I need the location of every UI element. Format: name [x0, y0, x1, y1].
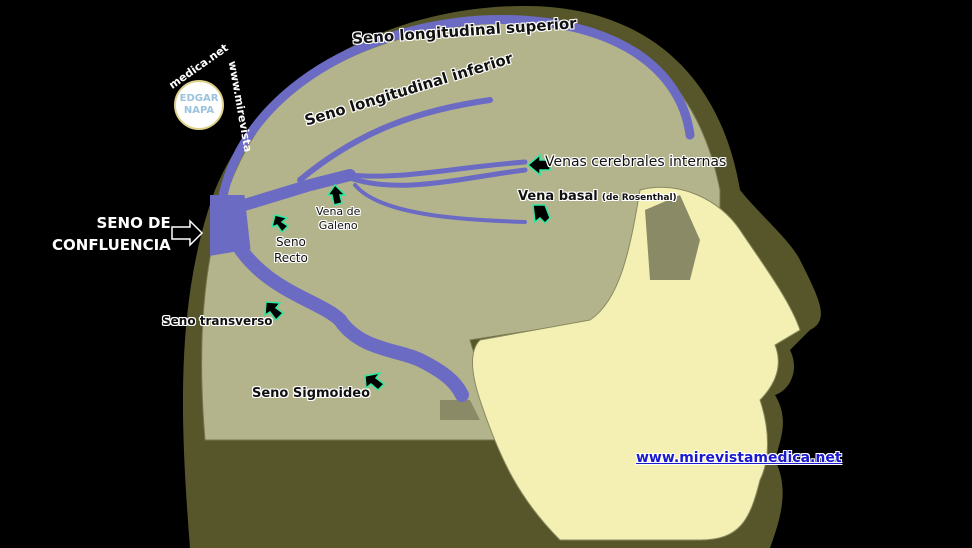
label-venas-cerebrales-internas: Venas cerebrales internas — [545, 154, 727, 170]
seno-longitudinal-inferior — [297, 97, 493, 183]
label-vena-basal: Vena basal (de Rosenthal) — [518, 189, 677, 204]
seno-transverso-sigmoideo — [225, 228, 469, 402]
face-bone — [472, 186, 801, 541]
logo-line2: NAPA — [183, 105, 215, 116]
confluencia-arrow-icon — [171, 219, 204, 247]
galeno-line2: Galeno — [318, 219, 358, 232]
website-link[interactable]: www.mirevistamedica.net — [636, 450, 842, 466]
vena-basal-subtext: (de Rosenthal) — [601, 193, 677, 203]
arrow-seno-recto — [270, 214, 290, 234]
orbit — [645, 195, 700, 280]
venas-cerebrales-internas — [347, 159, 528, 179]
vena-basal-text: Vena basal — [518, 189, 598, 204]
arrow-vena-basal — [532, 204, 551, 225]
veins — [210, 14, 695, 402]
seno-recto — [222, 169, 356, 216]
venas-cerebrales-internas-2 — [347, 167, 528, 188]
seno-confluencia — [210, 195, 251, 256]
arrow-venas-internas — [526, 153, 551, 177]
logo-line1: EDGAR — [179, 93, 219, 104]
arrow-sigmoideo — [364, 371, 386, 392]
seno-longitudinal-superior — [215, 14, 695, 220]
recto-line2: Recto — [274, 251, 308, 265]
mastoid — [440, 400, 480, 420]
label-seno-transverso: Seno transverso — [162, 314, 273, 328]
arrow-transverso — [264, 301, 285, 322]
confluencia-line2: CONFLUENCIA — [52, 236, 171, 254]
label-seno-sigmoideo: Seno Sigmoideo — [252, 386, 371, 401]
confluencia-line1: SENO DE — [96, 214, 171, 232]
vena-basal — [353, 183, 527, 224]
label-seno-de-confluencia: SENO DE CONFLUENCIA — [52, 212, 171, 256]
pointer-arrows — [264, 153, 551, 392]
galeno-line1: Vena de — [316, 205, 361, 218]
arrow-galeno — [326, 183, 347, 206]
logo-badge: EDGAR NAPA — [174, 80, 224, 130]
recto-line1: Seno — [275, 235, 306, 249]
edgar-napa-logo: EDGAR NAPA medica.net www.mirevista — [154, 41, 255, 153]
